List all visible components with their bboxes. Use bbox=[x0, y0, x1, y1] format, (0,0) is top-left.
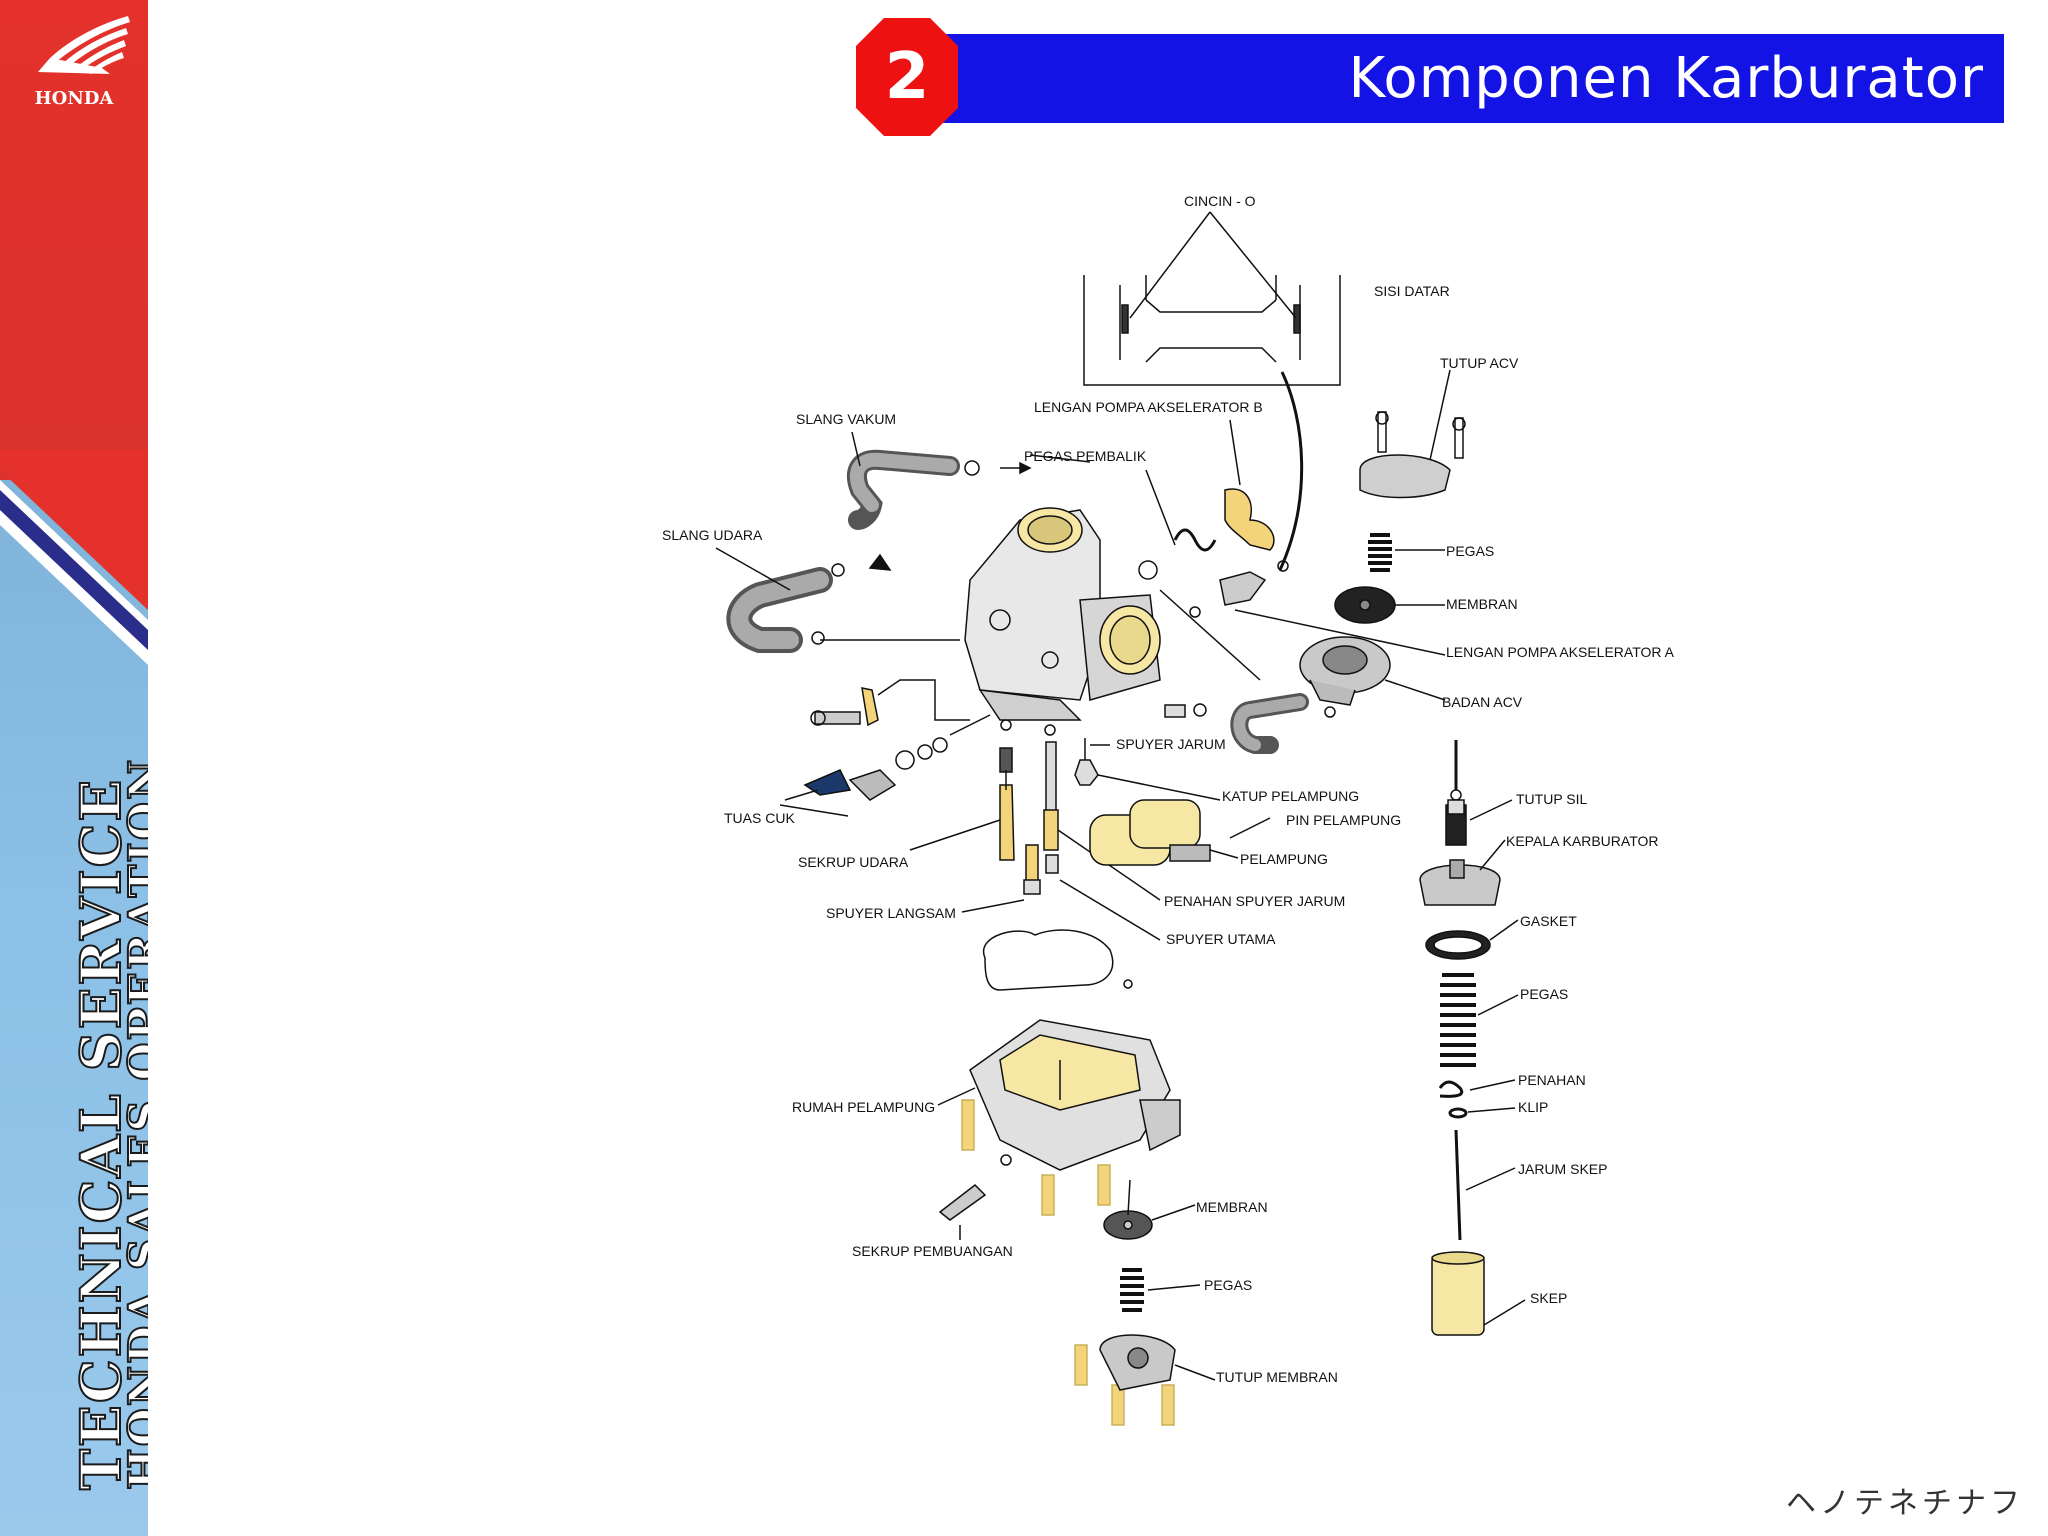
label-pegas-skep: PEGAS bbox=[1520, 986, 1568, 1002]
float-chamber bbox=[937, 1019, 1181, 1171]
label-spuyer-jarum: SPUYER JARUM bbox=[1116, 736, 1226, 752]
label-slang-vakum: SLANG VAKUM bbox=[796, 411, 896, 427]
label-spuyer-langsam: SPUYER LANGSAM bbox=[826, 905, 956, 921]
label-lengan-pompa-a: LENGAN POMPA AKSELERATOR A bbox=[1446, 644, 1675, 660]
label-cincin-o: CINCIN - O bbox=[1184, 193, 1256, 209]
label-penahan-spuyer-jarum: PENAHAN SPUYER JARUM bbox=[1164, 893, 1345, 909]
label-badan-acv: BADAN ACV bbox=[1442, 694, 1523, 710]
title-bar: Komponen Karburator bbox=[930, 34, 2004, 123]
label-tuas-cuk: TUAS CUK bbox=[724, 810, 795, 826]
section-number-octagon bbox=[856, 18, 958, 136]
honda-wing-logo-icon: HONDA bbox=[35, 16, 130, 109]
sidebar: HONDA TECHNICAL SERVICE HONDA SALES OPER… bbox=[0, 0, 148, 1536]
label-katup-pelampung: KATUP PELAMPUNG bbox=[1222, 788, 1359, 804]
label-membran-acv: MEMBRAN bbox=[1446, 596, 1518, 612]
label-penahan: PENAHAN bbox=[1518, 1072, 1586, 1088]
carburetor-body bbox=[964, 507, 1161, 721]
page-title: Komponen Karburator bbox=[1348, 46, 1984, 111]
label-slang-udara: SLANG UDARA bbox=[662, 527, 763, 543]
o-ring-detail-box bbox=[1083, 211, 1341, 571]
label-pegas-acv: PEGAS bbox=[1446, 543, 1494, 559]
honda-logo-text: HONDA bbox=[35, 88, 115, 109]
label-klip: KLIP bbox=[1518, 1099, 1548, 1115]
float-bowl-gasket bbox=[982, 929, 1114, 991]
label-rumah-pelampung: RUMAH PELAMPUNG bbox=[792, 1099, 935, 1115]
choke-lever bbox=[784, 679, 991, 801]
section-number: 2 bbox=[884, 40, 930, 114]
chamber-screws bbox=[961, 1099, 1175, 1426]
label-pegas-bawah: PEGAS bbox=[1204, 1277, 1252, 1293]
sidebar-red-band bbox=[0, 0, 148, 500]
label-sekrup-udara: SEKRUP UDARA bbox=[798, 854, 909, 870]
acv-body bbox=[1234, 609, 1446, 706]
label-sisi-datar: SISI DATAR bbox=[1374, 283, 1450, 299]
label-tutup-sil: TUTUP SIL bbox=[1516, 791, 1588, 807]
label-kepala-karburator: KEPALA KARBURATOR bbox=[1506, 833, 1659, 849]
acv-cover bbox=[1359, 369, 1466, 499]
sidebar-blue-band bbox=[0, 480, 148, 1536]
label-jarum-skep: JARUM SKEP bbox=[1518, 1161, 1607, 1177]
slide-assembly bbox=[1419, 740, 1526, 1336]
label-sekrup-pembuangan: SEKRUP PEMBUANGAN bbox=[852, 1243, 1013, 1259]
label-pegas-pembalik: PEGAS PEMBALIK bbox=[1024, 448, 1147, 464]
label-pelampung: PELAMPUNG bbox=[1240, 851, 1328, 867]
label-tutup-acv: TUTUP ACV bbox=[1440, 355, 1519, 371]
footer-watermark: ヘノテネチナフ bbox=[1786, 1486, 2024, 1521]
label-gasket: GASKET bbox=[1520, 913, 1577, 929]
label-pin-pelampung: PIN PELAMPUNG bbox=[1286, 812, 1401, 828]
sidebar-stripes bbox=[0, 450, 148, 665]
label-spuyer-utama: SPUYER UTAMA bbox=[1166, 931, 1276, 947]
label-tutup-membran: TUTUP MEMBRAN bbox=[1216, 1369, 1338, 1385]
float bbox=[1089, 799, 1271, 866]
acv-spring bbox=[1368, 533, 1392, 572]
label-skep: SKEP bbox=[1530, 1290, 1567, 1306]
label-lengan-pompa-b: LENGAN POMPA AKSELERATOR B bbox=[1034, 399, 1263, 415]
label-membran-bawah: MEMBRAN bbox=[1196, 1199, 1268, 1215]
